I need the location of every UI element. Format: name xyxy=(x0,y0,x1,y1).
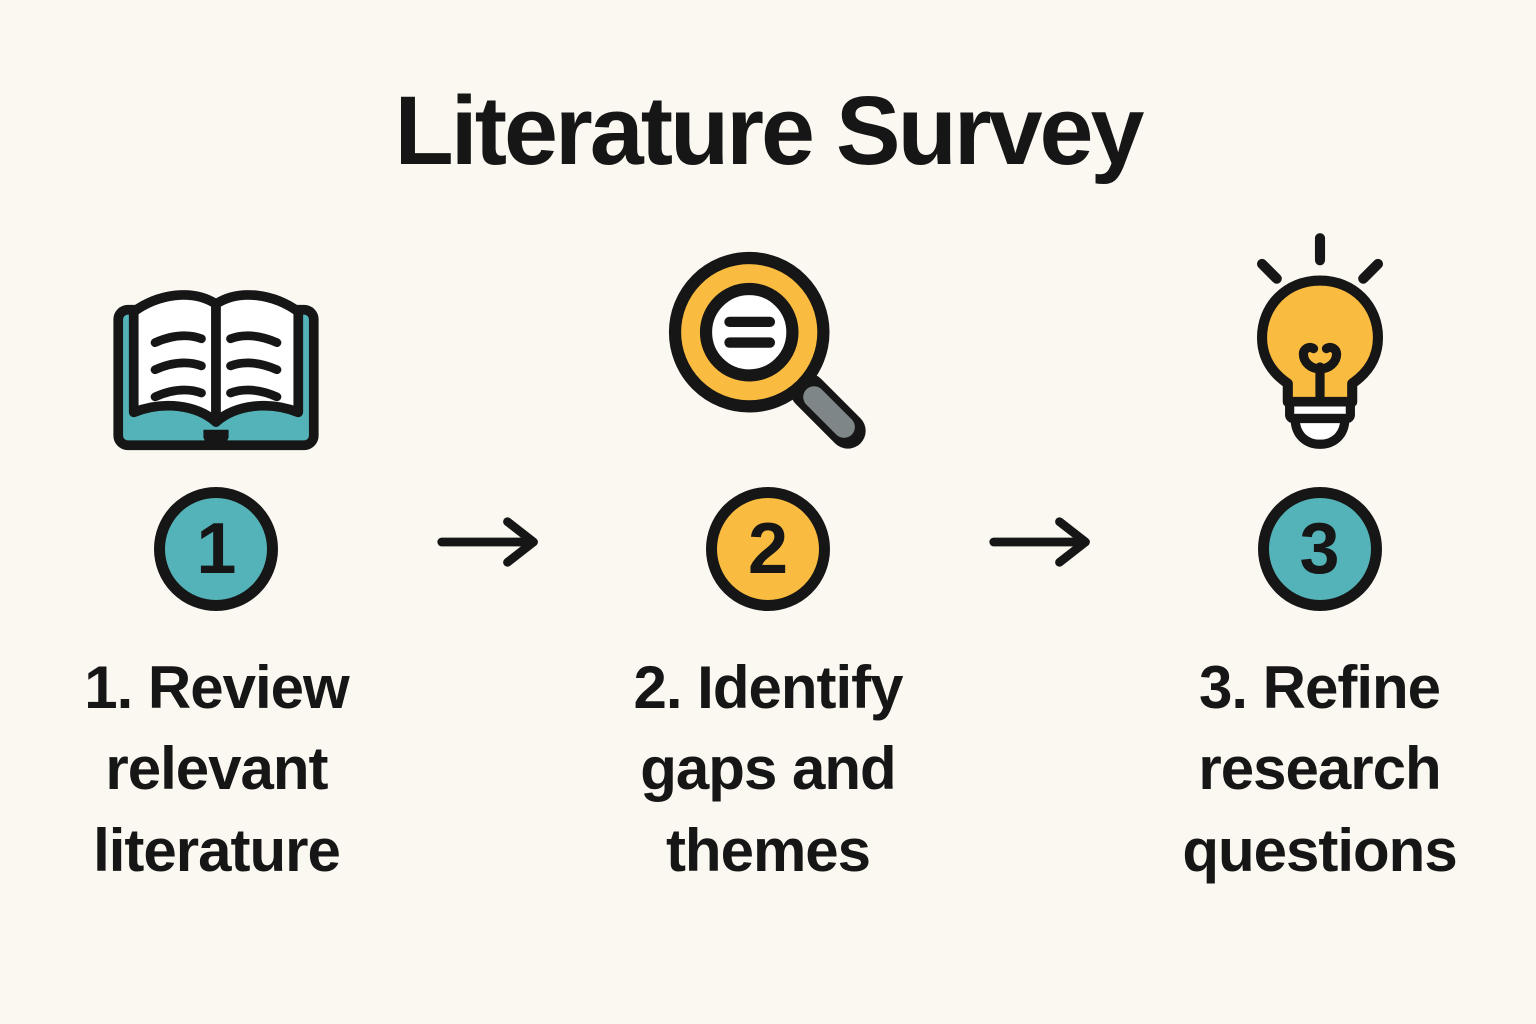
step2-number: 2 xyxy=(747,508,788,589)
process-flow: 1 1. Review relevant literature xyxy=(0,231,1536,892)
step-refine-questions: 3 3. Refine research questions xyxy=(1103,231,1536,892)
step3-label: 3. Refine research questions xyxy=(1182,653,1457,884)
step1-number: 1 xyxy=(196,508,237,589)
step-identify-gaps: 2 2. Identify gaps and themes xyxy=(552,231,985,892)
step2-icon-box xyxy=(660,231,876,459)
open-book-icon xyxy=(113,289,320,450)
step2-number-badge: 2 xyxy=(705,486,830,611)
step3-number-badge: 3 xyxy=(1257,486,1382,611)
magnifier-icon xyxy=(668,251,866,449)
step3-number: 3 xyxy=(1299,508,1340,589)
step1-number-badge: 1 xyxy=(154,486,279,611)
lightbulb-icon xyxy=(1256,232,1383,449)
step-review-literature: 1 1. Review relevant literature xyxy=(0,231,433,892)
right-arrow-icon xyxy=(989,517,1090,567)
arrow-step1-to-step2 xyxy=(433,513,552,571)
step2-label: 2. Identify gaps and themes xyxy=(633,653,903,884)
page-title: Literature Survey xyxy=(394,76,1145,185)
arrow-step2-to-step3 xyxy=(984,513,1103,571)
right-arrow-icon xyxy=(437,517,539,567)
step1-icon-box xyxy=(95,231,337,459)
step1-label: 1. Review relevant literature xyxy=(84,653,350,884)
step3-icon-box xyxy=(1214,231,1426,459)
